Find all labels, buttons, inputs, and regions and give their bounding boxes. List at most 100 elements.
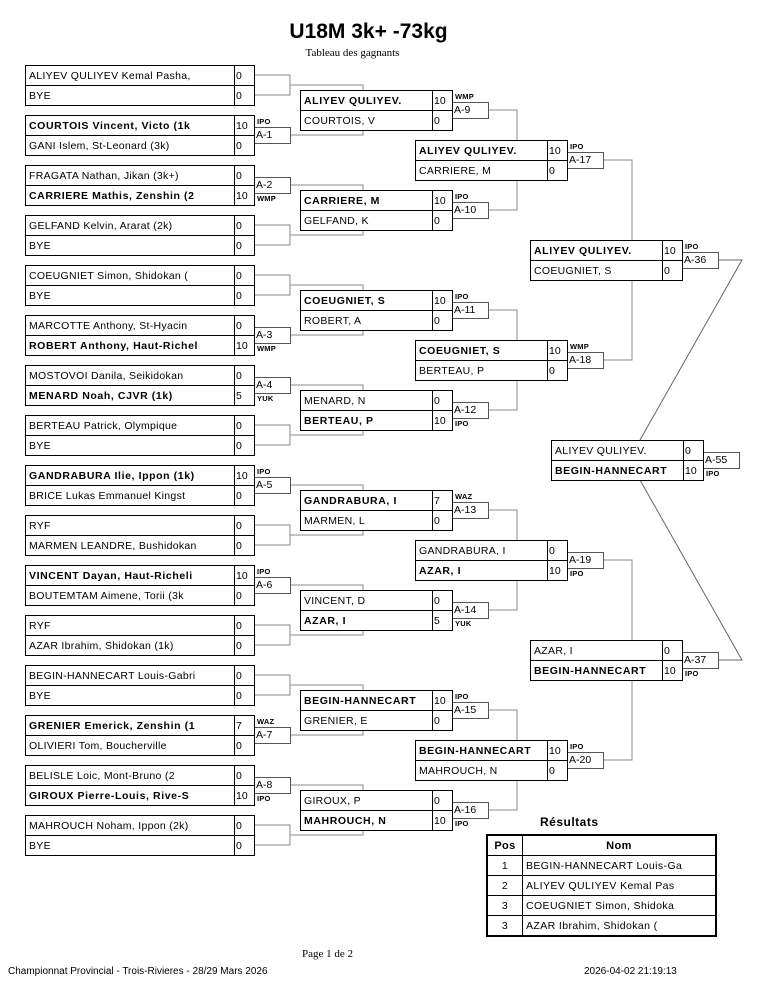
match-label: A-14: [453, 602, 489, 619]
competitor-row: ALIYEV QULIYEV.10: [416, 141, 568, 161]
competitor-name: MARCOTTE Anthony, St-Hyacin: [26, 316, 235, 336]
result-annotation: IPO: [257, 794, 271, 803]
connector-line: [489, 109, 518, 140]
connector-line: [290, 284, 364, 290]
match-label: A-19: [568, 552, 604, 569]
competitor-score: 10: [236, 470, 248, 482]
connector-line: [291, 330, 364, 336]
competitor-score: 10: [549, 565, 561, 577]
result-annotation: IPO: [455, 192, 469, 201]
match-label: A-7: [255, 727, 291, 744]
connector-line: [291, 184, 364, 190]
competitor-name: BYE: [26, 86, 235, 106]
result-annotation: IPO: [685, 669, 699, 678]
competitor-score: 0: [434, 795, 440, 807]
connector-line: [489, 709, 518, 740]
competitor-score: 0: [236, 170, 242, 182]
competitor-score: 0: [236, 90, 242, 102]
match-label: A-12: [453, 402, 489, 419]
competitor-name: OLIVIERI Tom, Boucherville: [26, 736, 235, 756]
competitor-score: 0: [236, 740, 242, 752]
competitor-score: 0: [434, 115, 440, 127]
competitor-score: 0: [236, 620, 242, 632]
competitor-score: 10: [434, 295, 446, 307]
competitor-name: BERTEAU, P: [301, 411, 433, 431]
competitor-name: GRENIER, E: [301, 711, 433, 731]
connector-line: [604, 559, 633, 640]
competitor-name: FRAGATA Nathan, Jikan (3k+): [26, 166, 235, 186]
result-annotation: IPO: [685, 242, 699, 251]
connector-line: [254, 624, 291, 646]
competitor-name: BOUTEMTAM Aimene, Torii (3k: [26, 586, 235, 606]
competitor-score: 0: [236, 840, 242, 852]
competitor-row: MAHROUCH Noham, Ippon (2k)0: [26, 816, 255, 836]
result-annotation: IPO: [257, 567, 271, 576]
result-annotation: IPO: [570, 742, 584, 751]
result-annotation: WAZ: [455, 492, 473, 501]
competitor-score: 0: [434, 215, 440, 227]
result-annotation: IPO: [455, 819, 469, 828]
competitor-name: BYE: [26, 286, 235, 306]
competitor-row: ALIYEV QULIYEV.0: [552, 441, 704, 461]
competitor-name: AZAR Ibrahim, Shidokan (1k): [26, 636, 235, 656]
connector-line: [254, 274, 291, 296]
competitor-name: GELFAND, K: [301, 211, 433, 231]
competitor-score: 10: [236, 340, 248, 352]
connector-line: [290, 630, 364, 636]
result-annotation: WMP: [570, 342, 589, 351]
page-subtitle: Tableau des gagnants: [305, 47, 400, 59]
competitor-name: MENARD, N: [301, 391, 433, 411]
competitor-score: 10: [434, 415, 446, 427]
competitor-name: COEUGNIET, S: [416, 341, 548, 361]
results-pos: 1: [486, 855, 523, 876]
connector-line: [489, 380, 518, 411]
connector-line: [290, 430, 364, 436]
match-label: A-8: [255, 777, 291, 794]
competitor-name: COEUGNIET Simon, Shidokan (: [26, 266, 235, 286]
match-label: A-17: [568, 152, 604, 169]
connector-line: [489, 309, 518, 340]
competitor-score: 10: [236, 120, 248, 132]
competitor-row: FRAGATA Nathan, Jikan (3k+)0: [26, 166, 255, 186]
competitor-row: ALIYEV QULIYEV.10: [531, 241, 683, 261]
competitor-name: VINCENT Dayan, Haut-Richeli: [26, 566, 235, 586]
match-label: A-11: [453, 302, 489, 319]
competitor-row: GANI Islem, St-Leonard (3k)0: [26, 135, 255, 156]
results-header-nom: Nom: [522, 834, 717, 856]
competitor-score: 0: [236, 370, 242, 382]
competitor-name: AZAR, I: [416, 561, 548, 581]
results-pos: 3: [486, 915, 523, 937]
competitor-name: COURTOIS, V: [301, 111, 433, 131]
connector-line: [604, 280, 633, 361]
page-title: U18M 3k+ -73kg: [289, 20, 448, 43]
competitor-score: 0: [434, 715, 440, 727]
connector-line: [290, 530, 364, 536]
connector-line: [254, 824, 291, 846]
match-label: A-6: [255, 577, 291, 594]
match-label: A-4: [255, 377, 291, 394]
result-annotation: WAZ: [257, 717, 275, 726]
